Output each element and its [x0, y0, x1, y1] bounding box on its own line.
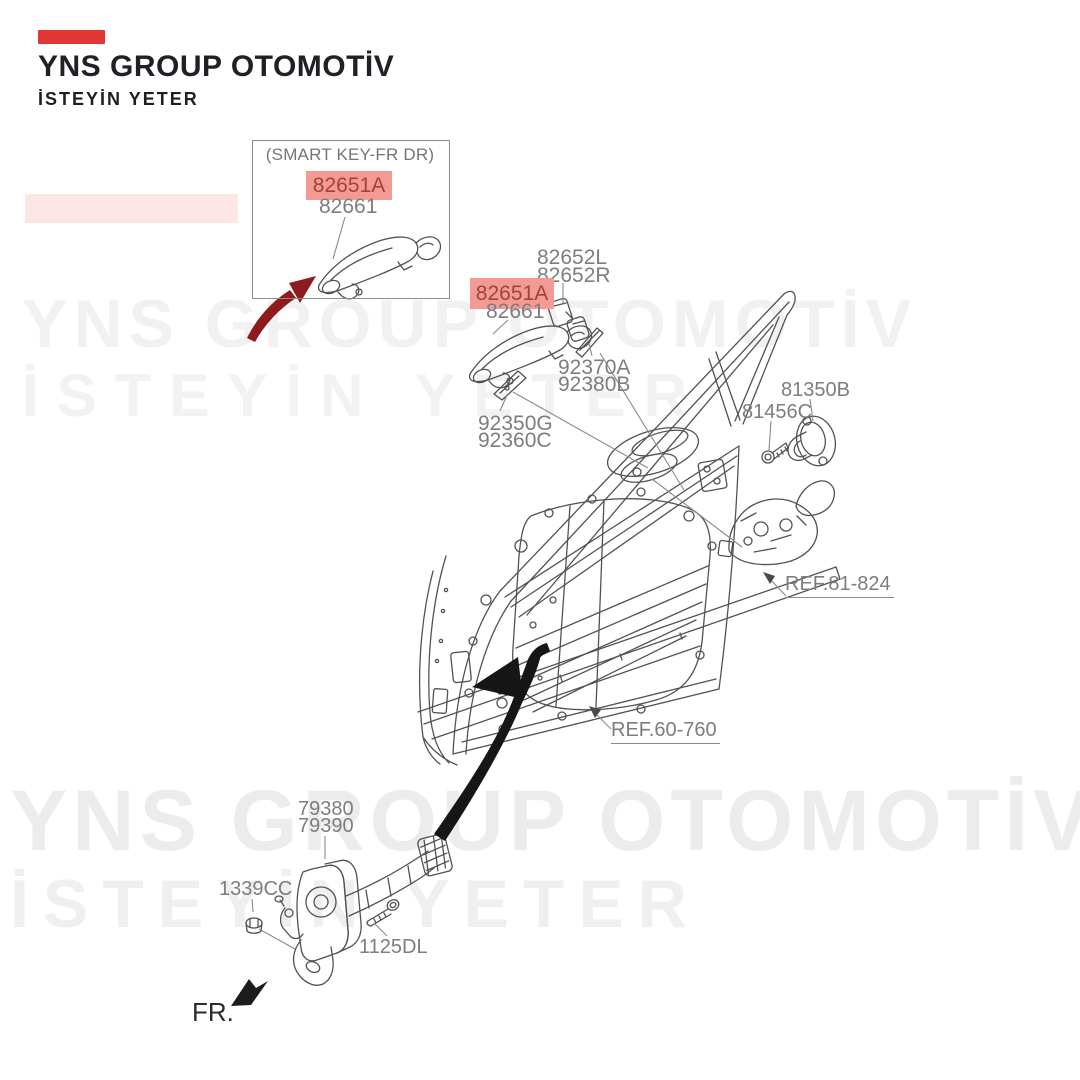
striker-drawing	[787, 415, 837, 467]
handle-seal-drawing	[493, 370, 527, 401]
watermark-title-row2: YNS GROUP OTOMOTİV	[10, 773, 1080, 869]
part-label-82661-inset: 82661	[319, 195, 378, 218]
part-label-92350g: 92350G	[478, 412, 553, 435]
part-label-82661: 82661	[486, 300, 545, 323]
part-label-82652r: 82652R	[537, 264, 611, 287]
brand-title: YNS GROUP OTOMOTİV	[38, 50, 395, 83]
part-label-82652l: 82652L	[537, 246, 608, 269]
watermark-tagline-row2: İSTEYİN YETER	[10, 866, 701, 942]
door-to-checker-arrow	[434, 643, 550, 841]
faded-highlight-band	[25, 194, 238, 223]
part-label-81350b: 81350B	[781, 379, 850, 401]
striker-bolt-drawing	[761, 442, 789, 464]
part-label-92380b: 92380B	[558, 373, 631, 396]
brand-tagline: İSTEYİN YETER	[38, 89, 199, 109]
handle-cover-clips-drawing	[547, 297, 590, 342]
watermark-tagline-row1: İSTEYİN YETER	[22, 362, 706, 429]
door-checker-drawing	[245, 833, 453, 986]
ref-label-60-760: REF.60-760	[611, 720, 720, 744]
door-panel-drawing	[417, 290, 841, 766]
part-label-1125dl: 1125DL	[359, 936, 428, 958]
smart-key-inset-title: (SMART KEY-FR DR)	[265, 145, 435, 164]
watermark-title-row1: YNS GROUP OTOMOTİV	[22, 286, 918, 362]
brand-accent-bar	[38, 30, 105, 44]
latch-assembly-drawing	[717, 480, 836, 566]
part-label-92360c: 92360C	[478, 429, 552, 452]
part-label-79380: 79380	[298, 798, 354, 820]
part-label-82651a-inset-highlight: 82651A	[306, 171, 392, 200]
ref-label-81-824: REF.81-824	[785, 574, 894, 598]
front-direction-arrow-icon	[231, 979, 268, 1006]
smart-key-inset-box	[252, 140, 450, 299]
part-label-81456c: 81456C	[742, 401, 813, 423]
door-handle-drawing	[317, 236, 442, 300]
leader-arrowheads	[589, 572, 775, 718]
front-marker-label: FR.	[192, 997, 234, 1027]
red-highlight-arrow	[247, 276, 316, 342]
part-label-82651a-highlight: 82651A	[470, 278, 554, 309]
part-label-79390: 79390	[298, 815, 354, 837]
part-label-92370a: 92370A	[558, 356, 631, 379]
part-label-1339cc: 1339CC	[219, 878, 293, 900]
handle-pad-drawing	[575, 327, 604, 358]
leader-lines	[251, 216, 814, 950]
